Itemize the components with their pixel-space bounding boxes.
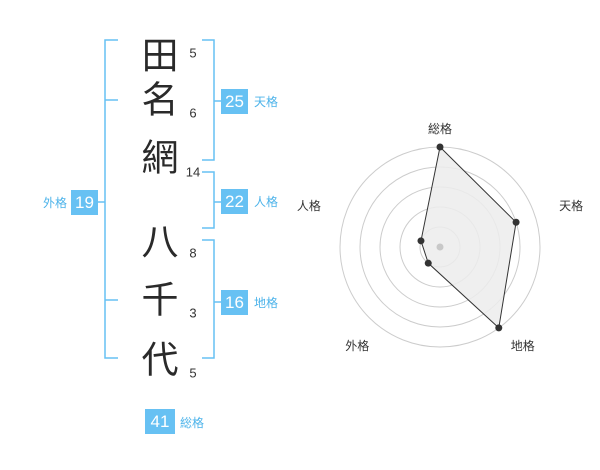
chikaku-label: 地格 (254, 295, 278, 310)
radar-axis-label-4: 人格 (297, 198, 321, 213)
chikaku-badge: 16 地格 (221, 290, 278, 315)
given-strokes-2: 3 (189, 306, 196, 321)
radar-axis-label-0: 総格 (428, 121, 452, 136)
surname-strokes-2: 6 (189, 106, 196, 121)
gaikaku-bracket (97, 39, 118, 359)
jinkaku-bracket (202, 171, 221, 229)
surname-strokes-1: 5 (189, 46, 196, 61)
jinkaku-label: 人格 (254, 194, 278, 209)
surname-char-1: 田 (142, 35, 179, 78)
radar-axis-label-2: 地格 (511, 338, 535, 353)
chikaku-bracket (202, 239, 221, 359)
radar-axis-label-1: 天格 (559, 198, 583, 213)
radar-series-area (420, 145, 517, 329)
tenkaku-value: 25 (225, 92, 244, 111)
tenkaku-badge: 25 天格 (221, 89, 278, 114)
surname-char-2: 名 (142, 79, 179, 122)
given-char-1: 八 (142, 221, 179, 264)
soukaku-value: 41 (151, 412, 170, 431)
radar-point-0 (436, 143, 444, 151)
radar-center-dot (436, 243, 444, 251)
gaikaku-badge: 外格 19 (43, 190, 98, 215)
radar-axis-label-3: 外格 (345, 338, 369, 353)
surname-strokes-3: 14 (186, 165, 200, 180)
soukaku-label: 総格 (180, 415, 204, 430)
radar-point-3 (424, 259, 432, 267)
radar-point-4 (417, 237, 425, 245)
jinkaku-value: 22 (225, 192, 244, 211)
radar-point-1 (512, 218, 520, 226)
chikaku-value: 16 (225, 293, 244, 312)
gaikaku-value: 19 (75, 193, 94, 212)
jinkaku-badge: 22 人格 (221, 189, 278, 214)
given-strokes-3: 5 (189, 366, 196, 381)
given-strokes-1: 8 (189, 246, 196, 261)
gaikaku-label: 外格 (43, 195, 67, 210)
given-char-2: 千 (142, 279, 179, 322)
soukaku-badge: 41 総格 (145, 409, 204, 434)
radar-point-2 (495, 324, 503, 332)
given-char-3: 代 (142, 339, 179, 382)
surname-char-3: 網 (142, 137, 179, 180)
tenkaku-bracket (202, 39, 221, 161)
tenkaku-label: 天格 (254, 94, 278, 109)
